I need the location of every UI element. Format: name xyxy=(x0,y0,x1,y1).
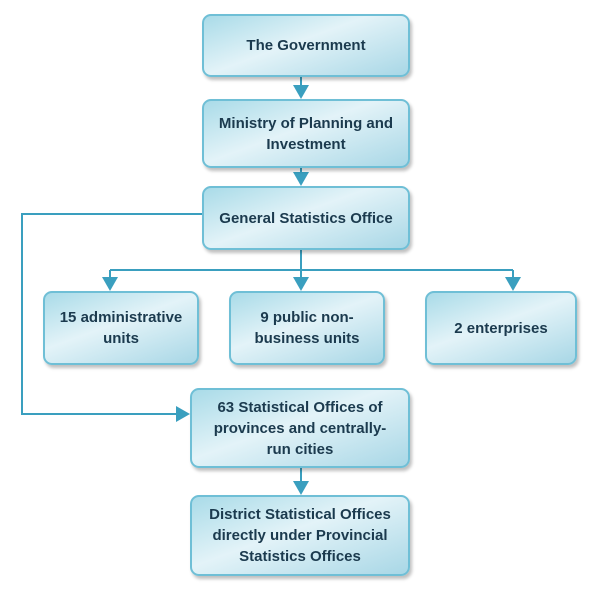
node-provincial-offices: 63 Statistical Offices of provinces and … xyxy=(190,388,410,468)
node-ministry: Ministry of Planning and Investment xyxy=(202,99,410,168)
node-district-offices: District Statistical Offices directly un… xyxy=(190,495,410,576)
node-admin-units: 15 administrative units xyxy=(43,291,199,365)
node-gso: General Statistics Office xyxy=(202,186,410,250)
node-government: The Government xyxy=(202,14,410,77)
node-enterprises: 2 enterprises xyxy=(425,291,577,365)
arrow-gso-provincial xyxy=(21,213,202,422)
node-public-units: 9 public non-business units xyxy=(229,291,385,365)
